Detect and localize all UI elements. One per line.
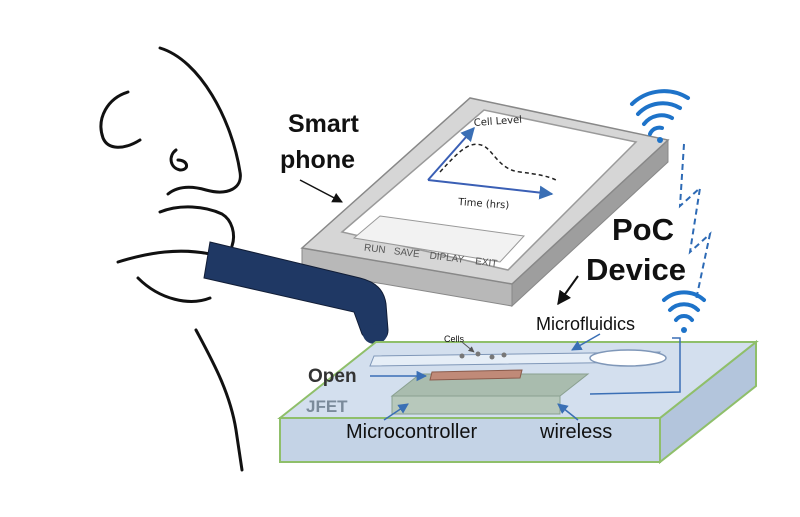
poc-arrow [557,275,579,306]
screen-y-axis [427,126,475,181]
fluid-reservoir [589,349,667,367]
poc-board [277,337,759,465]
wifi-icon-phone [630,89,690,143]
smartphone-label-line2: phone [280,146,355,174]
lower-lip [136,276,212,303]
cell-dot [459,353,465,359]
microfluidics-arrow [571,333,601,351]
screen-x-label: Time (hrs) [457,197,510,212]
upper-lip [158,205,236,248]
display-button[interactable]: DIPLAY [429,251,465,266]
save-button[interactable]: SAVE [393,246,420,260]
screen-button-bar [352,215,526,263]
jfet-label: JFET [306,397,348,416]
cell-dot [501,352,507,358]
eye-outline [99,90,142,149]
microcontroller-arrow [383,403,409,421]
mouth-line [116,249,212,264]
smartphone-label-line1: Smart [288,110,360,138]
microcontroller-label: Microcontroller [346,421,477,443]
exit-button[interactable]: EXIT [475,256,498,270]
wireless-signal [678,143,712,301]
wireless-label: wireless [539,421,612,443]
face-profile [99,46,244,472]
nostril [169,148,188,172]
smartphone-arrow [299,179,343,203]
cell-dot [489,354,495,360]
board-wire [589,337,681,395]
tube-tip [363,324,387,344]
poc-label-line2: Device [586,252,686,287]
screen-y-label: Cell Level [473,115,522,129]
microcontroller-front [391,395,561,415]
microfluidics-label: Microfluidics [536,314,635,334]
wireless-arrow [557,403,579,421]
screen-x-axis [427,179,554,200]
screen-curve [439,143,557,181]
nose-outline [158,46,242,196]
breath-tube [203,241,389,343]
smartphone: Cell Level Time (hrs) RUN SAVE DIPLAY EX… [300,97,670,308]
poc-label-line1: PoC [612,212,674,247]
run-button[interactable]: RUN [363,243,386,257]
chin-outline [194,328,244,472]
jfet-sensor [429,369,523,381]
screen-buttons: RUN SAVE DIPLAY EXIT [363,243,498,270]
cell-dot [475,351,481,357]
wifi-icon-poc [662,290,706,333]
open-label: Open [308,366,357,387]
cells-label: Cells [444,334,465,344]
cells-arrow [461,341,475,353]
